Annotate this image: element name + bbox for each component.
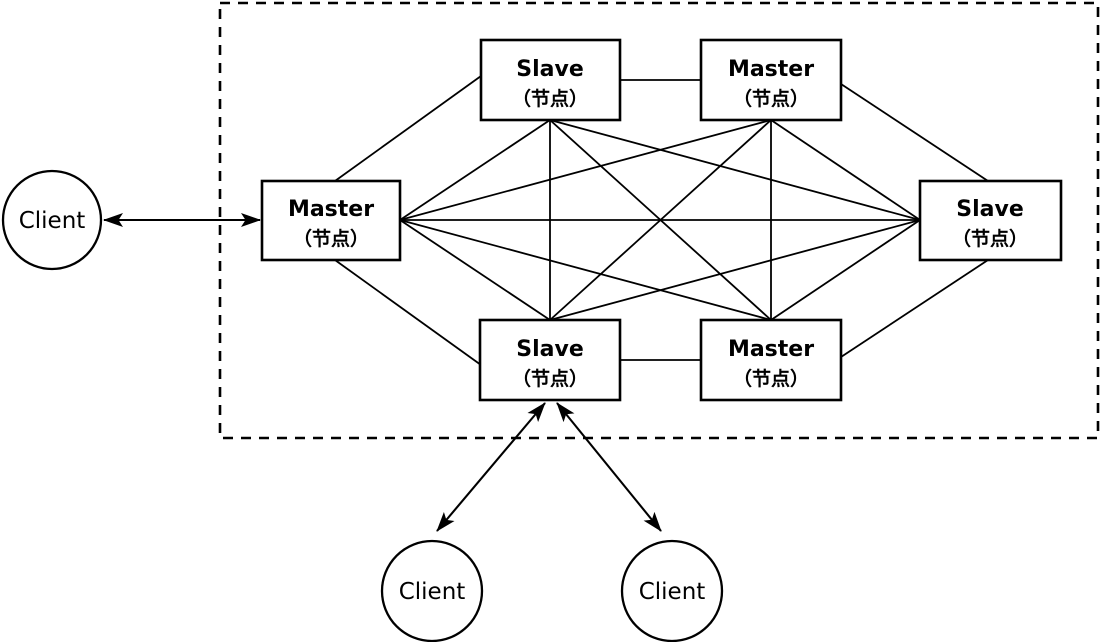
node-box bbox=[699, 38, 843, 122]
edge-mastertop-slaveright bbox=[770, 119, 921, 221]
node-title: Slave bbox=[956, 197, 1024, 222]
node-title: Master bbox=[288, 197, 374, 222]
node-title: Slave bbox=[516, 337, 584, 362]
node-title: Master bbox=[728, 337, 814, 362]
mesh-edges bbox=[399, 119, 921, 321]
node-box bbox=[918, 179, 1063, 262]
node-master-left: Master （节点） bbox=[260, 179, 402, 262]
node-box bbox=[699, 318, 843, 402]
edge-masterleft-mastertop bbox=[399, 119, 772, 221]
edge-masterleft-masterbottom bbox=[399, 219, 772, 321]
node-subtitle: （节点） bbox=[733, 87, 809, 110]
node-slave-bottom: Slave （节点） bbox=[478, 318, 622, 402]
arrow-slavebottom-clientbottomright bbox=[556, 402, 662, 532]
edge-slaveright-masterbottom-outer bbox=[840, 259, 989, 358]
client-circle bbox=[380, 539, 484, 642]
node-title: Master bbox=[728, 57, 814, 82]
client-bottom-right: Client bbox=[620, 539, 724, 642]
client-circle bbox=[1, 169, 103, 271]
client-left: Client bbox=[1, 169, 103, 271]
node-box bbox=[478, 318, 622, 402]
edge-masterleft-slavetop-outer bbox=[334, 75, 482, 182]
client-label: Client bbox=[639, 579, 706, 605]
node-subtitle: （节点） bbox=[952, 227, 1028, 250]
node-slave-top: Slave （节点） bbox=[479, 38, 622, 122]
arrow-slavebottom-clientbottomleft bbox=[436, 402, 546, 532]
client-bottom-left: Client bbox=[380, 539, 484, 642]
edge-slaveright-slavebottom bbox=[549, 219, 921, 321]
edge-slavebottom-masterleft-outer bbox=[334, 259, 482, 366]
node-subtitle: （节点） bbox=[512, 367, 588, 390]
node-subtitle: （节点） bbox=[733, 367, 809, 390]
node-master-top: Master （节点） bbox=[699, 38, 843, 122]
client-circle bbox=[620, 539, 724, 642]
client-label: Client bbox=[19, 208, 86, 234]
node-box bbox=[479, 38, 622, 122]
node-master-bottom: Master （节点） bbox=[699, 318, 843, 402]
edge-masterleft-slavebottom bbox=[399, 219, 551, 321]
client-label: Client bbox=[399, 579, 466, 605]
edge-mastertop-slavebottom bbox=[549, 119, 772, 321]
node-subtitle: （节点） bbox=[293, 227, 369, 250]
edge-slaveright-masterbottom bbox=[770, 219, 921, 321]
ring-edges bbox=[334, 75, 989, 366]
node-box bbox=[260, 179, 402, 262]
client-arrows bbox=[103, 213, 662, 532]
node-subtitle: （节点） bbox=[512, 87, 588, 110]
edge-mastertop-slaveright-outer bbox=[840, 83, 989, 182]
edge-masterleft-slavetop bbox=[399, 119, 551, 221]
node-title: Slave bbox=[516, 57, 584, 82]
node-slave-right: Slave （节点） bbox=[918, 179, 1063, 262]
edge-slavetop-slaveright bbox=[549, 119, 921, 221]
